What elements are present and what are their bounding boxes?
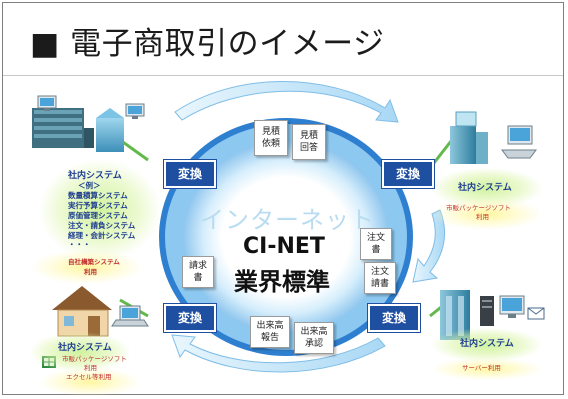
- system-note: 市販パッケージソフト: [446, 204, 511, 212]
- document-text: 見積: [299, 131, 318, 141]
- document-text: 承認: [304, 339, 323, 349]
- standard-subtitle: 業界標準: [234, 268, 330, 296]
- system-note: 利用: [84, 364, 97, 372]
- document-text: 書: [193, 273, 203, 283]
- internet-ring: [159, 118, 413, 356]
- system-note: 市販パッケージソフト: [62, 355, 127, 363]
- document-invoice: 請求書: [182, 256, 214, 288]
- document-estimate-request: 見積依頼: [254, 120, 288, 156]
- convert-box: 変換: [164, 160, 216, 188]
- document-text: 報告: [260, 333, 279, 343]
- system-example-label: ＜例＞: [78, 181, 101, 190]
- system-item: 実行予算システム: [68, 201, 128, 210]
- convert-box: 変換: [382, 160, 434, 188]
- title-divider: [3, 75, 563, 76]
- document-order-accept: 注文請書: [364, 262, 396, 294]
- document-text: 出来高: [300, 327, 328, 337]
- internet-label: インターネット: [200, 206, 375, 234]
- system-title-bottom-right: 社内システム: [460, 339, 514, 349]
- document-text: 回答: [299, 143, 318, 153]
- system-note: 利用: [476, 213, 489, 221]
- system-glow: [30, 332, 130, 372]
- system-note: サーバー利用: [462, 364, 501, 372]
- system-item: ・・・: [68, 240, 91, 249]
- document-text: 請書: [370, 279, 389, 289]
- system-item: 原価管理システム: [68, 211, 128, 220]
- note-glow: [40, 368, 140, 396]
- document-text: 依頼: [261, 139, 280, 149]
- system-glow: [432, 328, 542, 362]
- document-estimate-reply: 見積回答: [292, 124, 326, 160]
- system-item: 経理・会計システム: [68, 231, 136, 240]
- document-progress-report: 出来高報告: [250, 316, 290, 348]
- system-title-top-left: 社内システム: [68, 171, 122, 181]
- bottom-right-computers: [440, 290, 545, 340]
- standard-name: CI-NET: [243, 234, 325, 259]
- system-item: 数量積算システム: [68, 191, 128, 200]
- document-text: 請求: [188, 261, 207, 271]
- bottom-left-computers: [52, 286, 149, 337]
- document-text: 注文: [366, 233, 385, 243]
- document-text: 出来高: [256, 321, 284, 331]
- system-note: エクセル等利用: [66, 373, 112, 381]
- top-right-computers: [450, 111, 537, 164]
- system-title-bottom-left: 社内システム: [58, 343, 112, 353]
- convert-box: 変換: [368, 304, 420, 332]
- system-note: 自社構築システム: [68, 258, 120, 266]
- note-glow: [432, 358, 542, 380]
- system-note: 利用: [84, 268, 97, 276]
- note-glow: [32, 250, 142, 284]
- note-glow: [432, 198, 542, 230]
- document-text: 書: [371, 245, 381, 255]
- system-title-top-right: 社内システム: [458, 183, 512, 193]
- document-progress-approval: 出来高承認: [294, 322, 334, 354]
- slide-title: ■ 電子商取引のイメージ: [30, 26, 385, 62]
- convert-box: 変換: [164, 304, 216, 332]
- top-left-computers: [32, 95, 145, 152]
- system-glow: [40, 160, 160, 260]
- document-text: 見積: [261, 127, 280, 137]
- document-text: 注文: [370, 267, 389, 277]
- document-order: 注文書: [360, 228, 392, 260]
- system-item: 注文・請負システム: [68, 221, 136, 230]
